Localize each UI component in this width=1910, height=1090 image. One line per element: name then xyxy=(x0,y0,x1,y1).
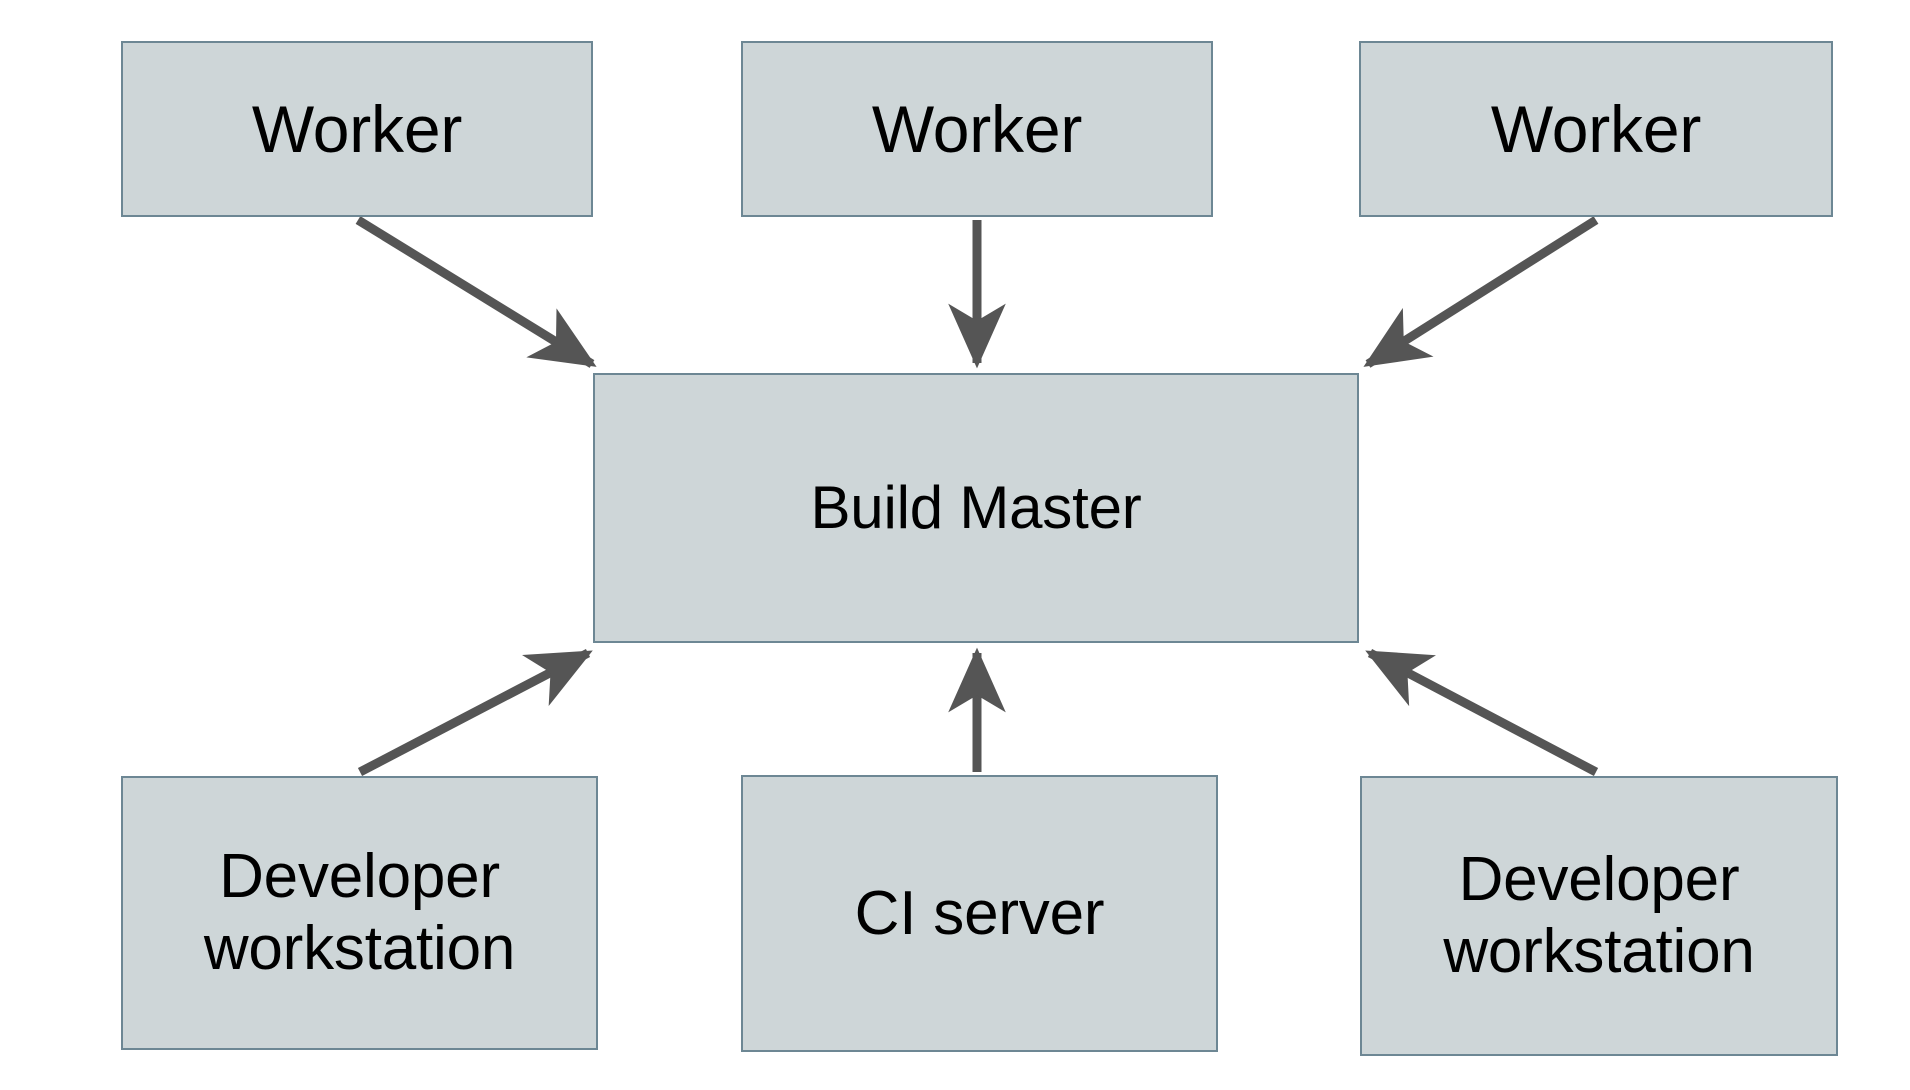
node-ci-server-label: CI server xyxy=(854,878,1105,948)
edge-dev-right-to-build-master xyxy=(1365,649,1599,776)
node-worker-1[interactable]: Worker xyxy=(121,41,593,217)
node-build-master-label: Build Master xyxy=(810,474,1142,542)
node-developer-workstation-left-label: Developer workstation xyxy=(203,842,516,983)
node-build-master[interactable]: Build Master xyxy=(593,373,1359,643)
node-developer-workstation-right[interactable]: Developer workstation xyxy=(1360,776,1838,1056)
edge-worker-1-to-build-master xyxy=(355,216,597,368)
node-ci-server[interactable]: CI server xyxy=(741,775,1218,1052)
node-worker-1-label: Worker xyxy=(251,91,463,166)
node-worker-3-label: Worker xyxy=(1490,91,1702,166)
edge-dev-left-to-build-master xyxy=(357,649,593,776)
node-developer-workstation-right-label: Developer workstation xyxy=(1443,845,1755,986)
node-developer-workstation-left[interactable]: Developer workstation xyxy=(121,776,598,1050)
edge-worker-3-to-build-master xyxy=(1363,216,1599,368)
node-worker-3[interactable]: Worker xyxy=(1359,41,1833,217)
node-worker-2-label: Worker xyxy=(871,91,1083,166)
node-worker-2[interactable]: Worker xyxy=(741,41,1213,217)
